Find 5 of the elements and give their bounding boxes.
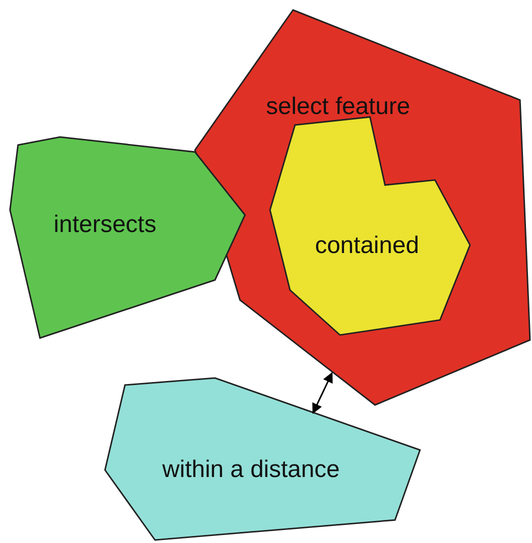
double-arrow <box>312 372 333 414</box>
region-label: within a distance <box>162 456 340 484</box>
region-label: contained <box>314 232 420 260</box>
region-label: intersects <box>54 211 156 239</box>
region-label: select feature <box>266 93 410 121</box>
